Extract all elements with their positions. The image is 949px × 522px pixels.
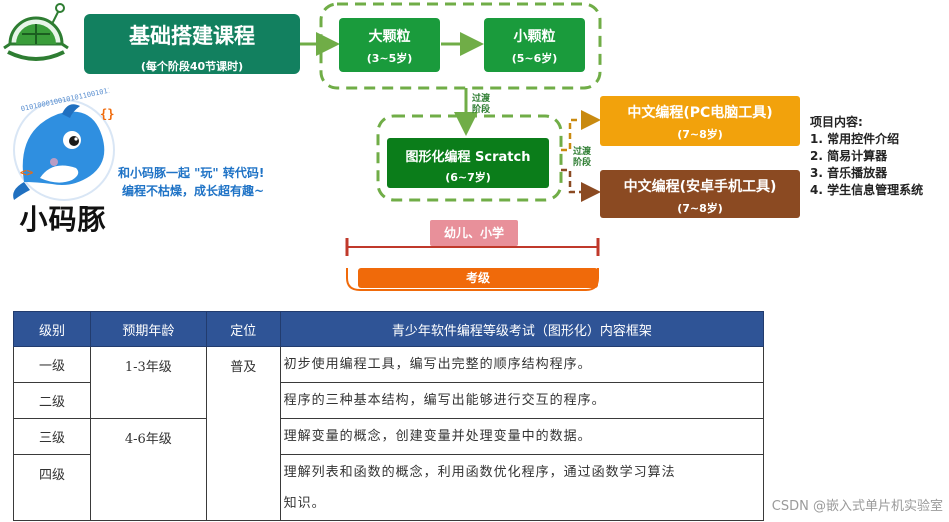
exam-level-table: 级别 预期年龄 定位 青少年软件编程等级考试（图形化）内容框架 一级 1-3年级…: [13, 311, 765, 521]
arrow-scratch-to-android: [561, 168, 601, 202]
arrow-scratch-to-pc: [561, 110, 601, 152]
exam-bar: 考级: [358, 268, 598, 288]
course-title: 基础搭建课程: [129, 24, 255, 48]
level-cell: 三级: [13, 418, 91, 455]
level-cell: 一级: [13, 346, 91, 383]
project-item: 1. 常用控件介绍: [810, 132, 900, 146]
table-row: 三级 4-6年级 理解变量的概念，创建变量并处理变量中的数据。: [13, 418, 765, 521]
level-cell: 四级: [13, 454, 91, 521]
stage-small-box: 小颗粒 (5~6岁): [484, 18, 585, 72]
stage-android-age: (7~8岁): [677, 202, 723, 215]
desc-line: 理解列表和函数的概念，利用函数优化程序，通过函数学习算法: [283, 464, 676, 480]
stage-small-title: 小颗粒: [513, 29, 556, 45]
desc-cell: 理解变量的概念，创建变量并处理变量中的数据。: [279, 418, 765, 455]
desc-line: 知识。: [283, 495, 326, 511]
table-row: 二级 程序的三种基本结构，编写出能够进行交互的程序。: [13, 382, 765, 419]
transition-b-line1: 过渡: [573, 147, 592, 157]
project-heading: 项目内容:: [810, 115, 863, 129]
position-cell: 普及: [205, 346, 281, 521]
stage-scratch-title: 图形化编程 Scratch: [405, 150, 531, 165]
dolphin-icon: {} <>: [13, 99, 115, 201]
exam-text: 考级: [465, 271, 490, 285]
age-cell: 1-3年级: [89, 346, 207, 419]
watermark: CSDN @嵌入式单片机实验室: [771, 499, 943, 514]
stage-scratch-age: (6~7岁): [445, 171, 491, 184]
header-framework: 青少年软件编程等级考试（图形化）内容框架: [279, 311, 765, 347]
stage-big-box: 大颗粒 (3~5岁): [339, 18, 440, 72]
transition-label-b: 过渡 阶段: [573, 147, 603, 169]
stage-pc-title: 中文编程(PC电脑工具): [627, 105, 773, 121]
range-school-text: 幼儿、小学: [443, 226, 504, 240]
mascot-name: 小码豚: [19, 203, 107, 236]
transition-a-line2: 阶段: [472, 105, 491, 115]
stage-android-title: 中文编程(安卓手机工具): [623, 179, 777, 195]
project-item: 2. 简易计算器: [810, 149, 888, 163]
mascot-slogan: 和小码豚一起 "玩" 转代码! 编程不枯燥，成长超有趣~: [118, 164, 318, 200]
level-cell: 二级: [13, 382, 91, 419]
table-row: 四级 理解列表和函数的概念，利用函数优化程序，通过函数学习算法 知识。: [13, 454, 765, 521]
turtle-logo-icon: [3, 3, 69, 61]
turtle-logo: [0, 0, 72, 64]
transition-label-a: 过渡 阶段: [472, 94, 502, 116]
range-school-label: 幼儿、小学: [430, 220, 518, 246]
desc-cell: 程序的三种基本结构，编写出能够进行交互的程序。: [279, 382, 765, 419]
project-item: 4. 学生信息管理系统: [810, 183, 924, 197]
slogan-line2: 编程不枯燥，成长超有趣~: [122, 184, 265, 198]
stage-big-title: 大颗粒: [368, 29, 411, 45]
desc-cell: 初步使用编程工具，编写出完整的顺序结构程序。: [279, 346, 765, 383]
stage-big-age: (3~5岁): [366, 52, 413, 65]
table-row: 一级 1-3年级 普及 初步使用编程工具，编写出完整的顺序结构程序。: [13, 346, 765, 521]
header-level: 级别: [13, 311, 91, 347]
transition-a-line1: 过渡: [472, 94, 491, 104]
header-position: 定位: [205, 311, 281, 347]
project-content: 项目内容: 1. 常用控件介绍 2. 简易计算器 3. 音乐播放器 4. 学生信…: [810, 114, 949, 199]
stage-small-age: (5~6岁): [511, 52, 558, 65]
group-building-dashed: [319, 2, 602, 90]
desc-cell: 理解列表和函数的概念，利用函数优化程序，通过函数学习算法 知识。: [279, 454, 765, 521]
svg-text:{}: {}: [100, 107, 114, 121]
slogan-line1: 和小码豚一起 "玩" 转代码!: [118, 166, 265, 180]
stage-pc-age: (7~8岁): [677, 128, 723, 141]
svg-text:<>: <>: [20, 166, 34, 179]
header-age: 预期年龄: [89, 311, 207, 347]
age-cell: 4-6年级: [89, 418, 207, 521]
project-item: 3. 音乐播放器: [810, 166, 888, 180]
table-header-row: 级别 预期年龄 定位 青少年软件编程等级考试（图形化）内容框架: [13, 311, 765, 347]
stage-scratch-box: 图形化编程 Scratch (6~7岁): [387, 138, 549, 188]
transition-b-line2: 阶段: [573, 158, 592, 168]
stage-pc-box: 中文编程(PC电脑工具) (7~8岁): [600, 96, 800, 146]
course-subtitle: (每个阶段40节课时): [140, 60, 244, 73]
course-box: 基础搭建课程 (每个阶段40节课时): [84, 14, 300, 74]
stage-android-box: 中文编程(安卓手机工具) (7~8岁): [600, 170, 800, 218]
mascot-graphic: {} <> 0101000100101011001011010100101 小码…: [6, 87, 118, 236]
